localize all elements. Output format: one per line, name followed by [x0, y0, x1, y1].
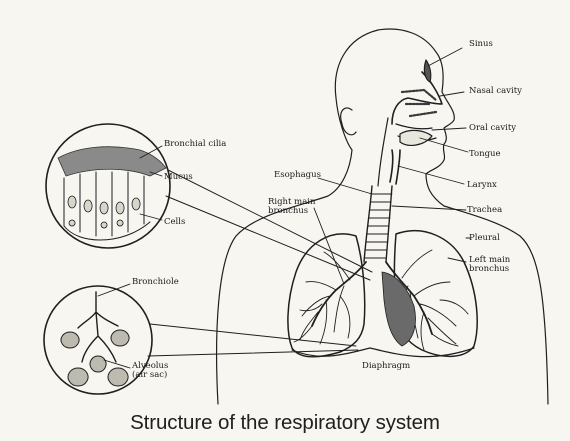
- label-bronchial-cilia: Bronchial cilia: [164, 140, 226, 149]
- label-left-main-bronchus: Left main bronchus: [469, 256, 510, 274]
- label-cells: Cells: [164, 218, 185, 227]
- label-right-main-bronchus: Right main bronchus: [268, 198, 315, 216]
- cilia-inset-circle: [46, 124, 170, 248]
- trachea-right-wall: [386, 186, 392, 262]
- sinus-cavity: [424, 60, 430, 82]
- label-oral-cavity: Oral cavity: [469, 124, 516, 133]
- label-pleural: Pleural: [469, 234, 500, 243]
- bronchioles-right: [294, 252, 350, 344]
- larynx: [390, 150, 400, 184]
- trachea-left-wall: [364, 186, 372, 262]
- label-nasal-cavity: Nasal cavity: [469, 87, 522, 96]
- pharynx: [378, 118, 388, 186]
- trachea-rings: [365, 194, 392, 258]
- label-alveolus: Alveolus (air sac): [132, 362, 168, 380]
- diagram-caption: Structure of the respiratory system: [0, 411, 570, 435]
- label-mucus: Mucus: [164, 173, 193, 182]
- right-lung: [288, 234, 365, 357]
- label-diaphragm: Diaphragm: [362, 362, 410, 371]
- label-trachea: Trachea: [467, 206, 502, 215]
- heart-shadow: [382, 272, 416, 346]
- label-larynx: Larynx: [467, 181, 497, 190]
- label-esophagus: Esophagus: [274, 171, 321, 180]
- tongue-shape: [400, 130, 432, 145]
- label-bronchiole: Bronchiole: [132, 278, 179, 287]
- label-tongue: Tongue: [469, 150, 501, 159]
- label-sinus: Sinus: [469, 40, 493, 49]
- diaphragm-line: [292, 348, 474, 357]
- cilia-inset-connector: [166, 170, 372, 280]
- alveolus-inset-connector: [148, 324, 358, 356]
